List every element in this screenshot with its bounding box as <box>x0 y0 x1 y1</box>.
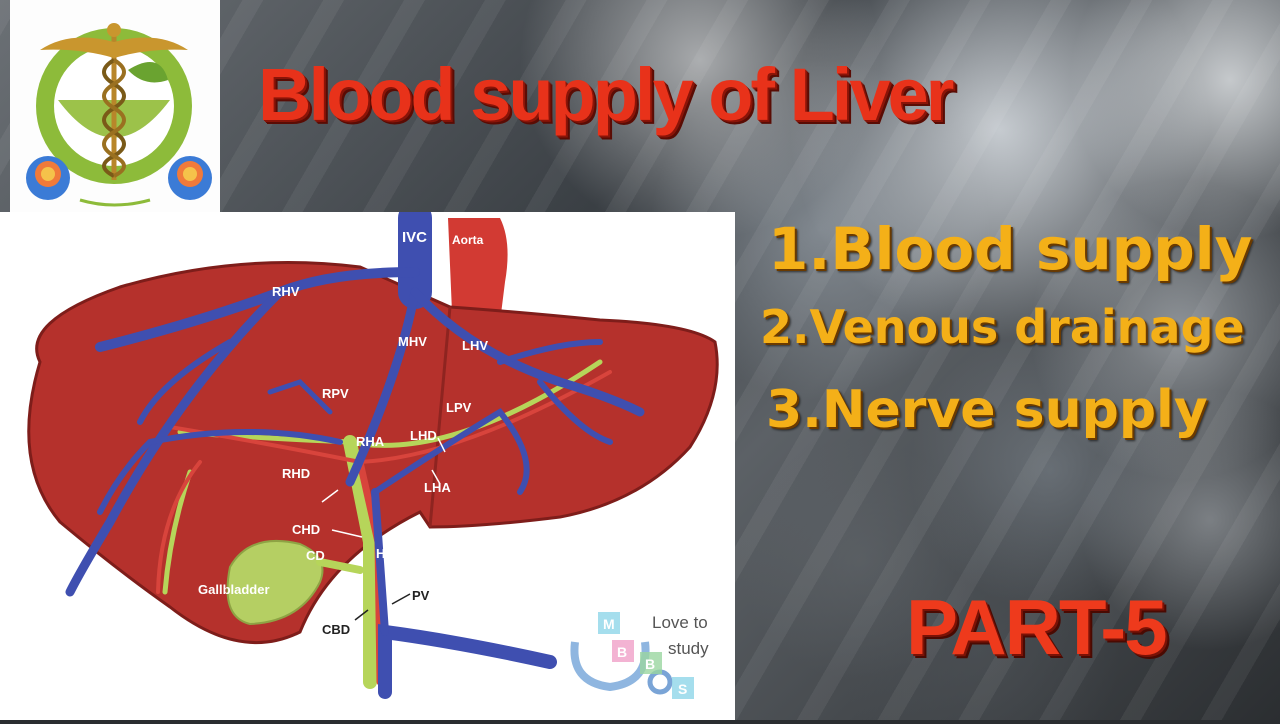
brain-head-icon-left <box>26 156 70 200</box>
label-rhd: RHD <box>282 466 310 481</box>
label-gallbladder: Gallbladder <box>198 582 270 597</box>
label-chd: CHD <box>292 522 320 537</box>
aorta-shape <box>448 218 508 322</box>
topic-blood-supply: 1.Blood supply <box>768 215 1253 283</box>
label-cd: CD <box>306 548 325 563</box>
label-ivc: IVC <box>402 229 427 246</box>
watermark-letter-b1: B <box>617 644 627 660</box>
watermark-letter-m: M <box>603 616 615 632</box>
watermark-letter-b2: B <box>645 656 655 672</box>
leaf-icon <box>128 62 168 83</box>
stethoscope-icon <box>570 641 650 692</box>
channel-logo <box>10 0 220 212</box>
label-lpv: LPV <box>446 400 472 415</box>
topic-nerve-supply: 3.Nerve supply <box>766 380 1208 440</box>
brain-head-icon-right <box>168 156 212 200</box>
watermark-letter-s: S <box>678 681 687 697</box>
label-ha: HA <box>376 546 395 561</box>
label-lha: LHA <box>424 480 451 495</box>
watermark-line2: study <box>668 639 709 658</box>
label-pv: PV <box>412 588 430 603</box>
topic-venous-drainage: 2.Venous drainage <box>760 300 1245 354</box>
label-lhv: LHV <box>462 338 488 353</box>
pointer-arrows <box>321 437 446 538</box>
hepatic-veins <box>65 201 645 699</box>
love-to-study-watermark: M B B S Love to study <box>570 612 709 699</box>
label-rpv: RPV <box>322 386 349 401</box>
label-rhv: RHV <box>272 284 300 299</box>
gallbladder-shape <box>226 540 324 626</box>
label-lhd: LHD <box>410 428 437 443</box>
liver-diagram: IVC Aorta RHV MHV LHV RPV LPV RHA LHD RH… <box>0 201 735 720</box>
label-rha: RHA <box>356 434 385 449</box>
video-title: Blood supply of Liver <box>258 53 954 136</box>
label-aorta: Aorta <box>452 233 484 247</box>
part-label: PART-5 <box>906 583 1168 671</box>
caduceus-icon <box>40 23 188 180</box>
watermark-line1: Love to <box>652 613 708 632</box>
label-mhv: MHV <box>398 334 427 349</box>
label-cbd: CBD <box>322 622 350 637</box>
